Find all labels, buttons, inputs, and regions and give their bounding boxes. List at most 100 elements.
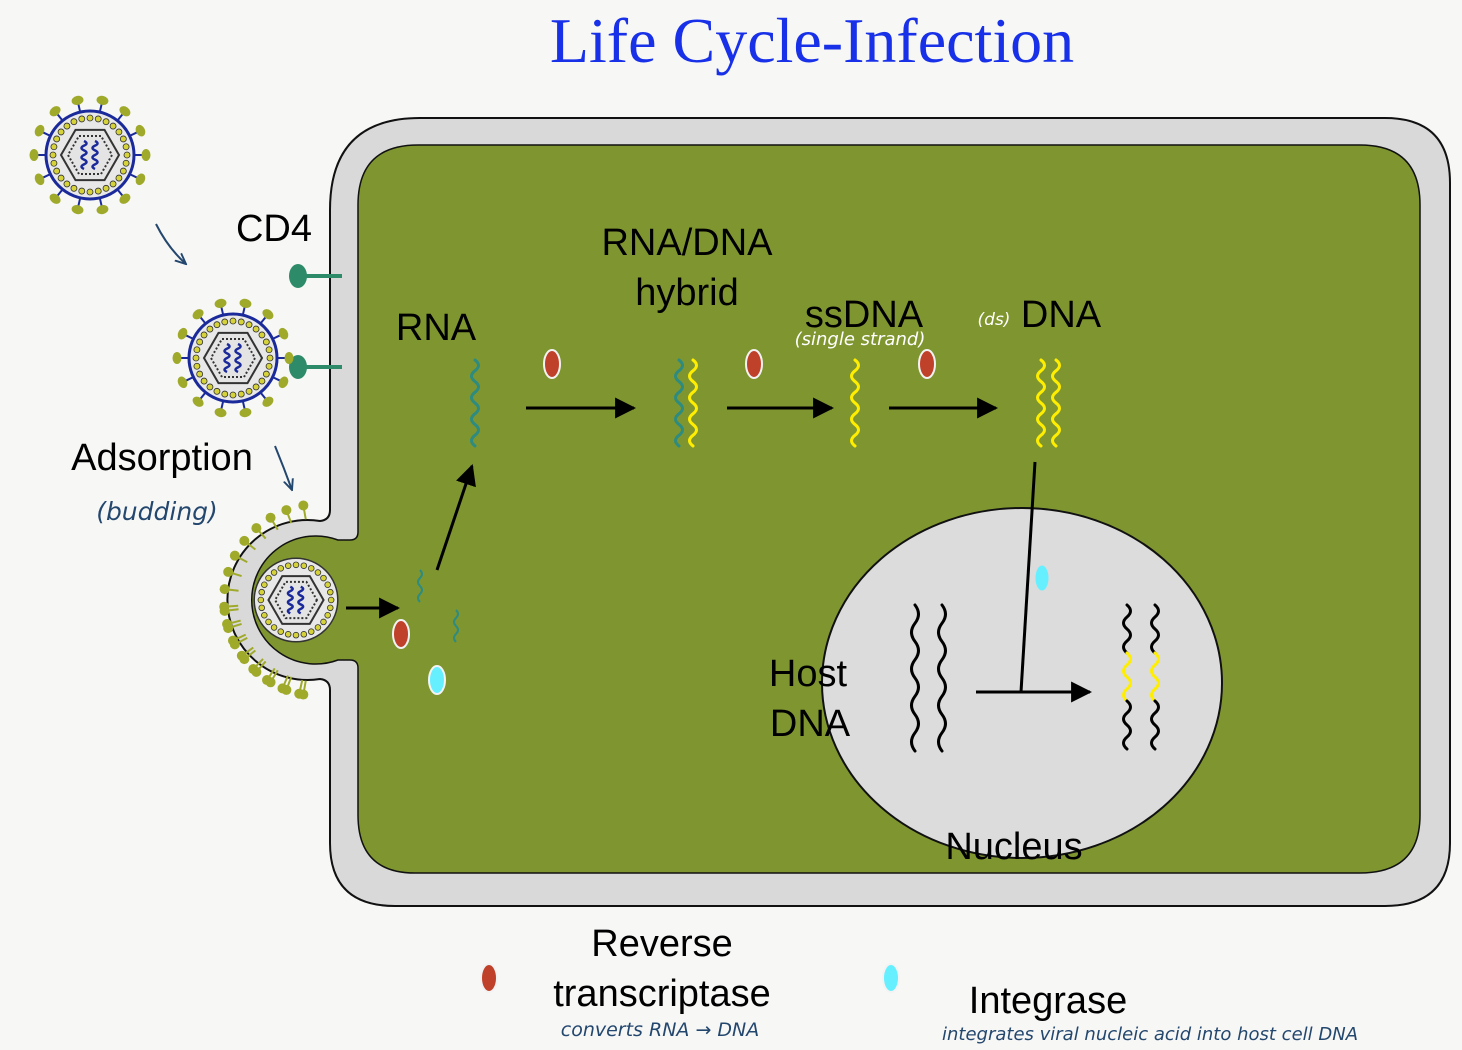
- matrix-bead: [63, 180, 71, 188]
- glycoprotein-knob: [214, 408, 227, 418]
- matrix-bead: [206, 325, 214, 333]
- matrix-bead: [284, 562, 292, 569]
- matrix-bead: [258, 331, 266, 339]
- reverse-transcriptase-note: converts RNA → DNA: [561, 1019, 760, 1041]
- host-dna-strand: [1122, 603, 1132, 655]
- matrix-bead: [221, 318, 229, 326]
- matrix-bead: [123, 151, 131, 159]
- matrix-bead: [308, 565, 315, 572]
- rna-label: RNA: [396, 307, 477, 349]
- glycoprotein-knob: [229, 550, 240, 561]
- matrix-bead: [109, 180, 117, 188]
- host-dna-strand: [937, 603, 947, 753]
- process-arrow: [435, 464, 476, 571]
- glycoprotein-knob: [239, 654, 250, 665]
- matrix-bead: [57, 128, 65, 136]
- glycoprotein-knob: [278, 376, 289, 389]
- matrix-bead: [252, 383, 260, 391]
- integrated-viral-dna: [1150, 651, 1160, 703]
- integrase-enzyme: [1034, 564, 1050, 592]
- matrix-bead: [292, 631, 300, 639]
- matrix-bead: [327, 588, 334, 596]
- glycoprotein-knob: [172, 352, 182, 364]
- matrix-bead: [245, 321, 253, 329]
- glycoprotein-knob: [192, 396, 204, 407]
- ds-note: (ds): [978, 310, 1011, 330]
- viral-rna-strand: [470, 358, 480, 448]
- viral-dna-strand: [1051, 358, 1061, 448]
- matrix-bead: [78, 187, 86, 195]
- matrix-bead: [258, 377, 266, 385]
- matrix-bead: [245, 387, 253, 395]
- matrix-bead: [200, 331, 208, 339]
- matrix-bead: [308, 628, 315, 635]
- glycoprotein-knob: [239, 535, 250, 546]
- glycoprotein-knob: [49, 193, 61, 204]
- matrix-bead: [262, 338, 270, 346]
- matrix-bead: [122, 143, 130, 151]
- legend: Reverse transcriptase converts RNA → DNA…: [480, 923, 1358, 1045]
- virus-particle: [29, 95, 151, 215]
- glycoprotein-knob: [49, 106, 61, 117]
- matrix-bead: [102, 118, 110, 126]
- matrix-bead: [221, 390, 229, 398]
- glycoprotein-knob: [219, 584, 230, 595]
- matrix-bead: [262, 370, 270, 378]
- glycoprotein-knob: [71, 95, 84, 105]
- glycoprotein-knob: [229, 639, 240, 650]
- matrix-bead: [324, 581, 331, 588]
- viral-dna-strand: [1036, 358, 1046, 448]
- glycoprotein-knob: [192, 309, 204, 320]
- matrix-bead: [252, 325, 260, 333]
- glycoprotein-knob: [71, 205, 84, 215]
- matrix-bead: [78, 115, 86, 123]
- host-dna-strand: [1150, 603, 1160, 655]
- glycoprotein-knob: [251, 523, 262, 534]
- matrix-bead: [257, 596, 265, 604]
- page-title: Life Cycle-Infection: [550, 5, 1074, 76]
- matrix-bead: [300, 562, 308, 569]
- matrix-bead: [314, 624, 322, 631]
- matrix-bead: [300, 631, 308, 638]
- matrix-bead: [94, 187, 102, 195]
- matrix-bead: [320, 574, 327, 582]
- virus-particle-internalized: [253, 557, 339, 643]
- matrix-bead: [86, 188, 94, 196]
- integrase-legend-icon: [882, 963, 900, 993]
- budding-spikes: [219, 500, 309, 700]
- host-dna-strand: [1122, 699, 1132, 751]
- adsorption-label: Adsorption: [71, 437, 253, 479]
- matrix-bead: [193, 362, 201, 370]
- matrix-bead: [327, 604, 334, 612]
- matrix-bead: [265, 346, 273, 354]
- matrix-bead: [109, 122, 117, 130]
- matrix-bead: [115, 174, 123, 182]
- viral-genome: [297, 585, 305, 615]
- matrix-bead: [50, 159, 58, 167]
- matrix-bead: [200, 377, 208, 385]
- matrix-bead: [327, 596, 335, 604]
- viral-genome: [91, 139, 99, 171]
- glycoprotein-knob: [135, 173, 146, 186]
- glycoprotein-knob: [239, 408, 252, 418]
- cd4-label: CD4: [236, 208, 312, 250]
- glycoprotein-knob: [177, 376, 188, 389]
- glycoprotein-knob: [119, 106, 131, 117]
- matrix-bead: [270, 624, 278, 631]
- matrix-bead: [237, 318, 245, 326]
- cytoplasm: [251, 144, 1421, 874]
- matrix-bead: [115, 128, 123, 136]
- capsid-inner: [66, 134, 114, 176]
- glycoprotein-knob: [223, 623, 234, 634]
- glycoprotein-knob: [29, 149, 39, 161]
- glycoprotein-knob: [34, 124, 45, 137]
- matrix-bead: [324, 612, 331, 619]
- nucleic-acid-strands: [470, 358, 1160, 753]
- matrix-bead: [102, 184, 110, 192]
- matrix-bead: [63, 122, 71, 130]
- glycoprotein-knob: [177, 327, 188, 340]
- matrix-bead: [266, 354, 274, 362]
- capsid-inner: [209, 337, 257, 379]
- hand-arrow-icon: [274, 445, 292, 490]
